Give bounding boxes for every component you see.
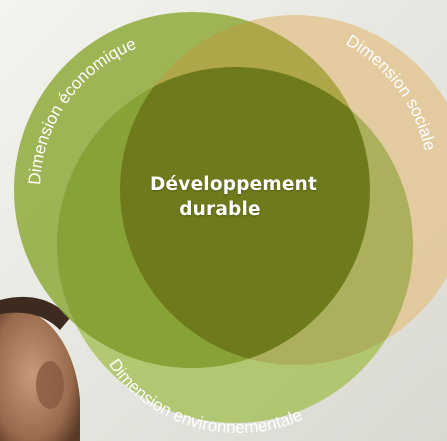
center-label: Développement durable [150,172,318,222]
center-label-line1: Développement [150,174,318,195]
person-photo [0,296,80,441]
center-label-line2: durable [179,199,261,220]
